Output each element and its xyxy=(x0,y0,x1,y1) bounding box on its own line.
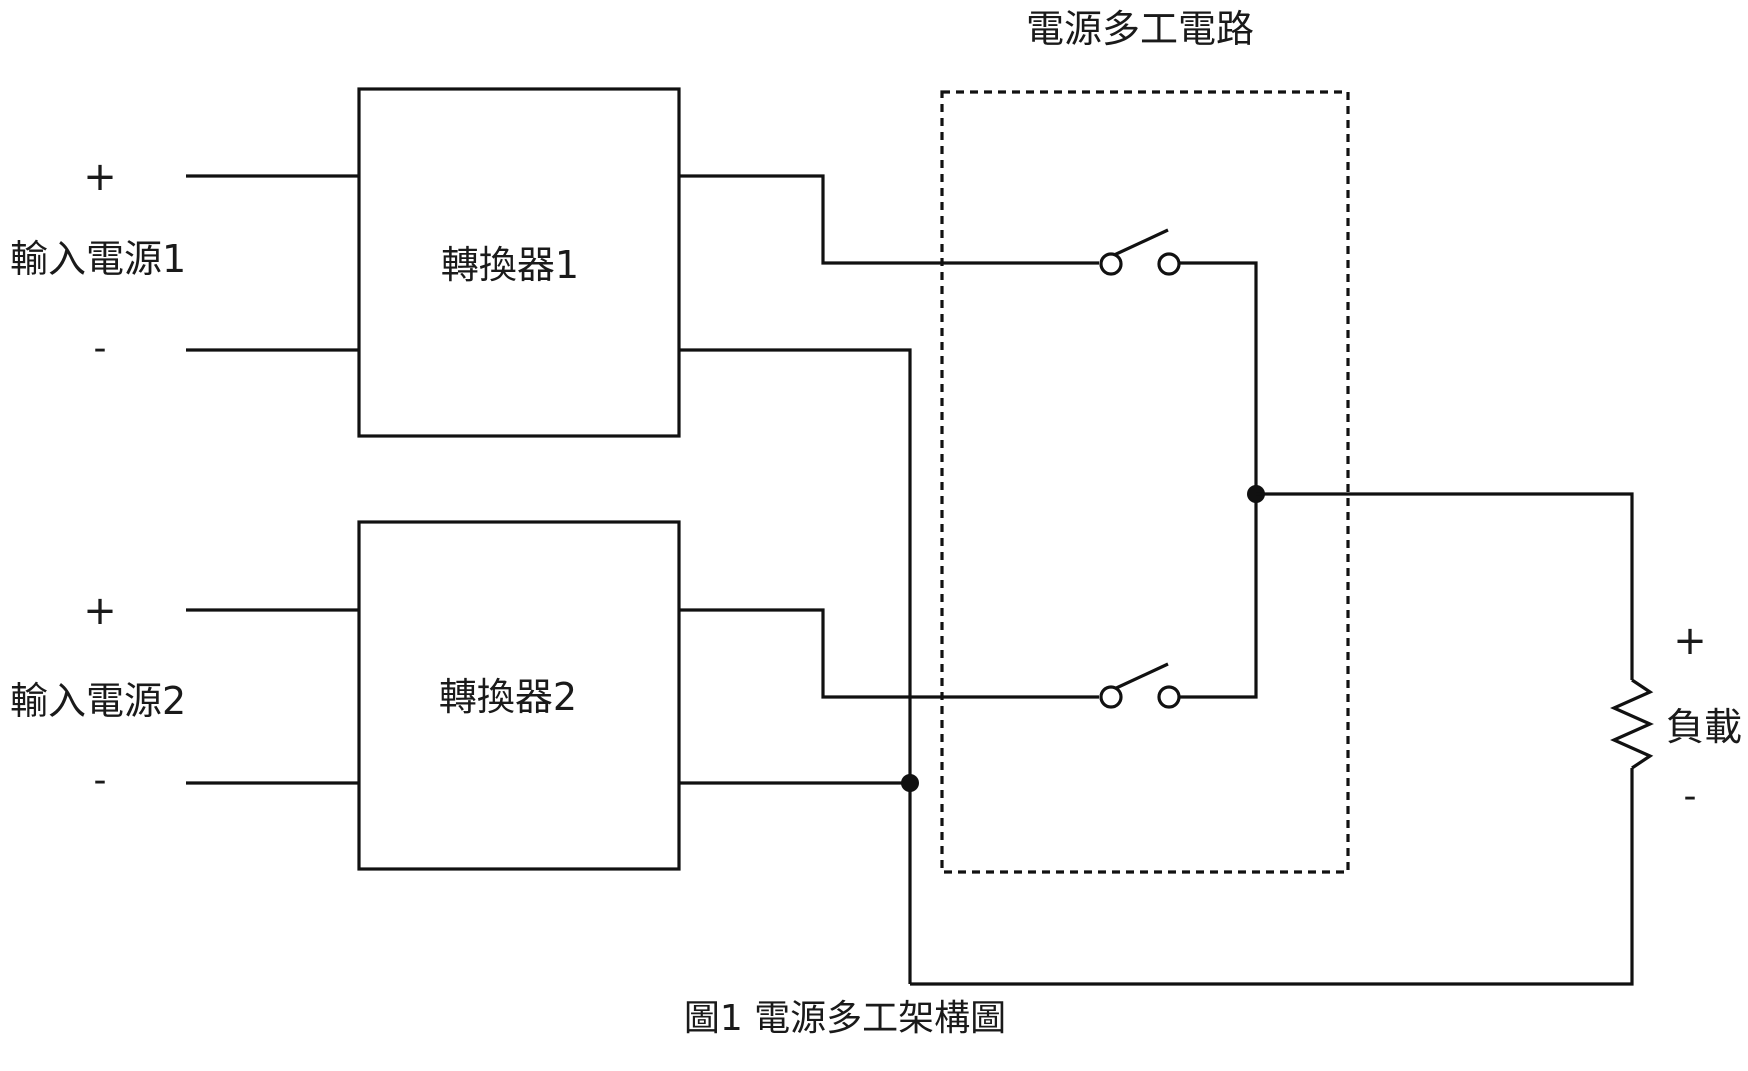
input2-plus: + xyxy=(83,588,117,634)
mux-title: 電源多工電路 xyxy=(1026,7,1254,51)
converter1-label: 轉換器1 xyxy=(441,243,579,287)
input2-label: 輸入電源2 xyxy=(10,679,186,723)
input1-minus: - xyxy=(94,328,107,369)
switch2-blade xyxy=(1111,662,1169,692)
load-label: 負載 xyxy=(1666,705,1742,749)
figure-caption: 圖1 電源多工架構圖 xyxy=(684,998,1006,1039)
converter2-box xyxy=(357,520,681,871)
switch2-terminal-right xyxy=(1157,685,1181,709)
load-minus: - xyxy=(1684,776,1697,817)
load-resistor-zigzag xyxy=(1610,678,1654,770)
converter1-neg-output-wire xyxy=(679,348,912,984)
switch1-blade xyxy=(1111,228,1169,258)
switch2-output-wire xyxy=(1179,494,1258,699)
input1-label: 輸入電源1 xyxy=(10,237,186,281)
converter2-label: 轉換器2 xyxy=(439,675,577,719)
mux-region xyxy=(940,90,1350,874)
switch1-terminal-left xyxy=(1099,252,1123,276)
load-negative-return-wire xyxy=(910,768,1634,986)
switch1-output-wire xyxy=(1179,261,1258,494)
load-plus: + xyxy=(1673,618,1707,664)
negative-junction-dot xyxy=(901,774,919,792)
converter1-pos-output-wire xyxy=(679,174,1099,265)
input2-minus: - xyxy=(94,760,107,801)
input1-plus: + xyxy=(83,154,117,200)
switch2-terminal-left xyxy=(1099,685,1123,709)
switch1-terminal-right xyxy=(1157,252,1181,276)
converter2-pos-output-wire xyxy=(679,608,1099,699)
load-positive-wire xyxy=(1256,492,1634,680)
converter1-box xyxy=(357,87,681,438)
